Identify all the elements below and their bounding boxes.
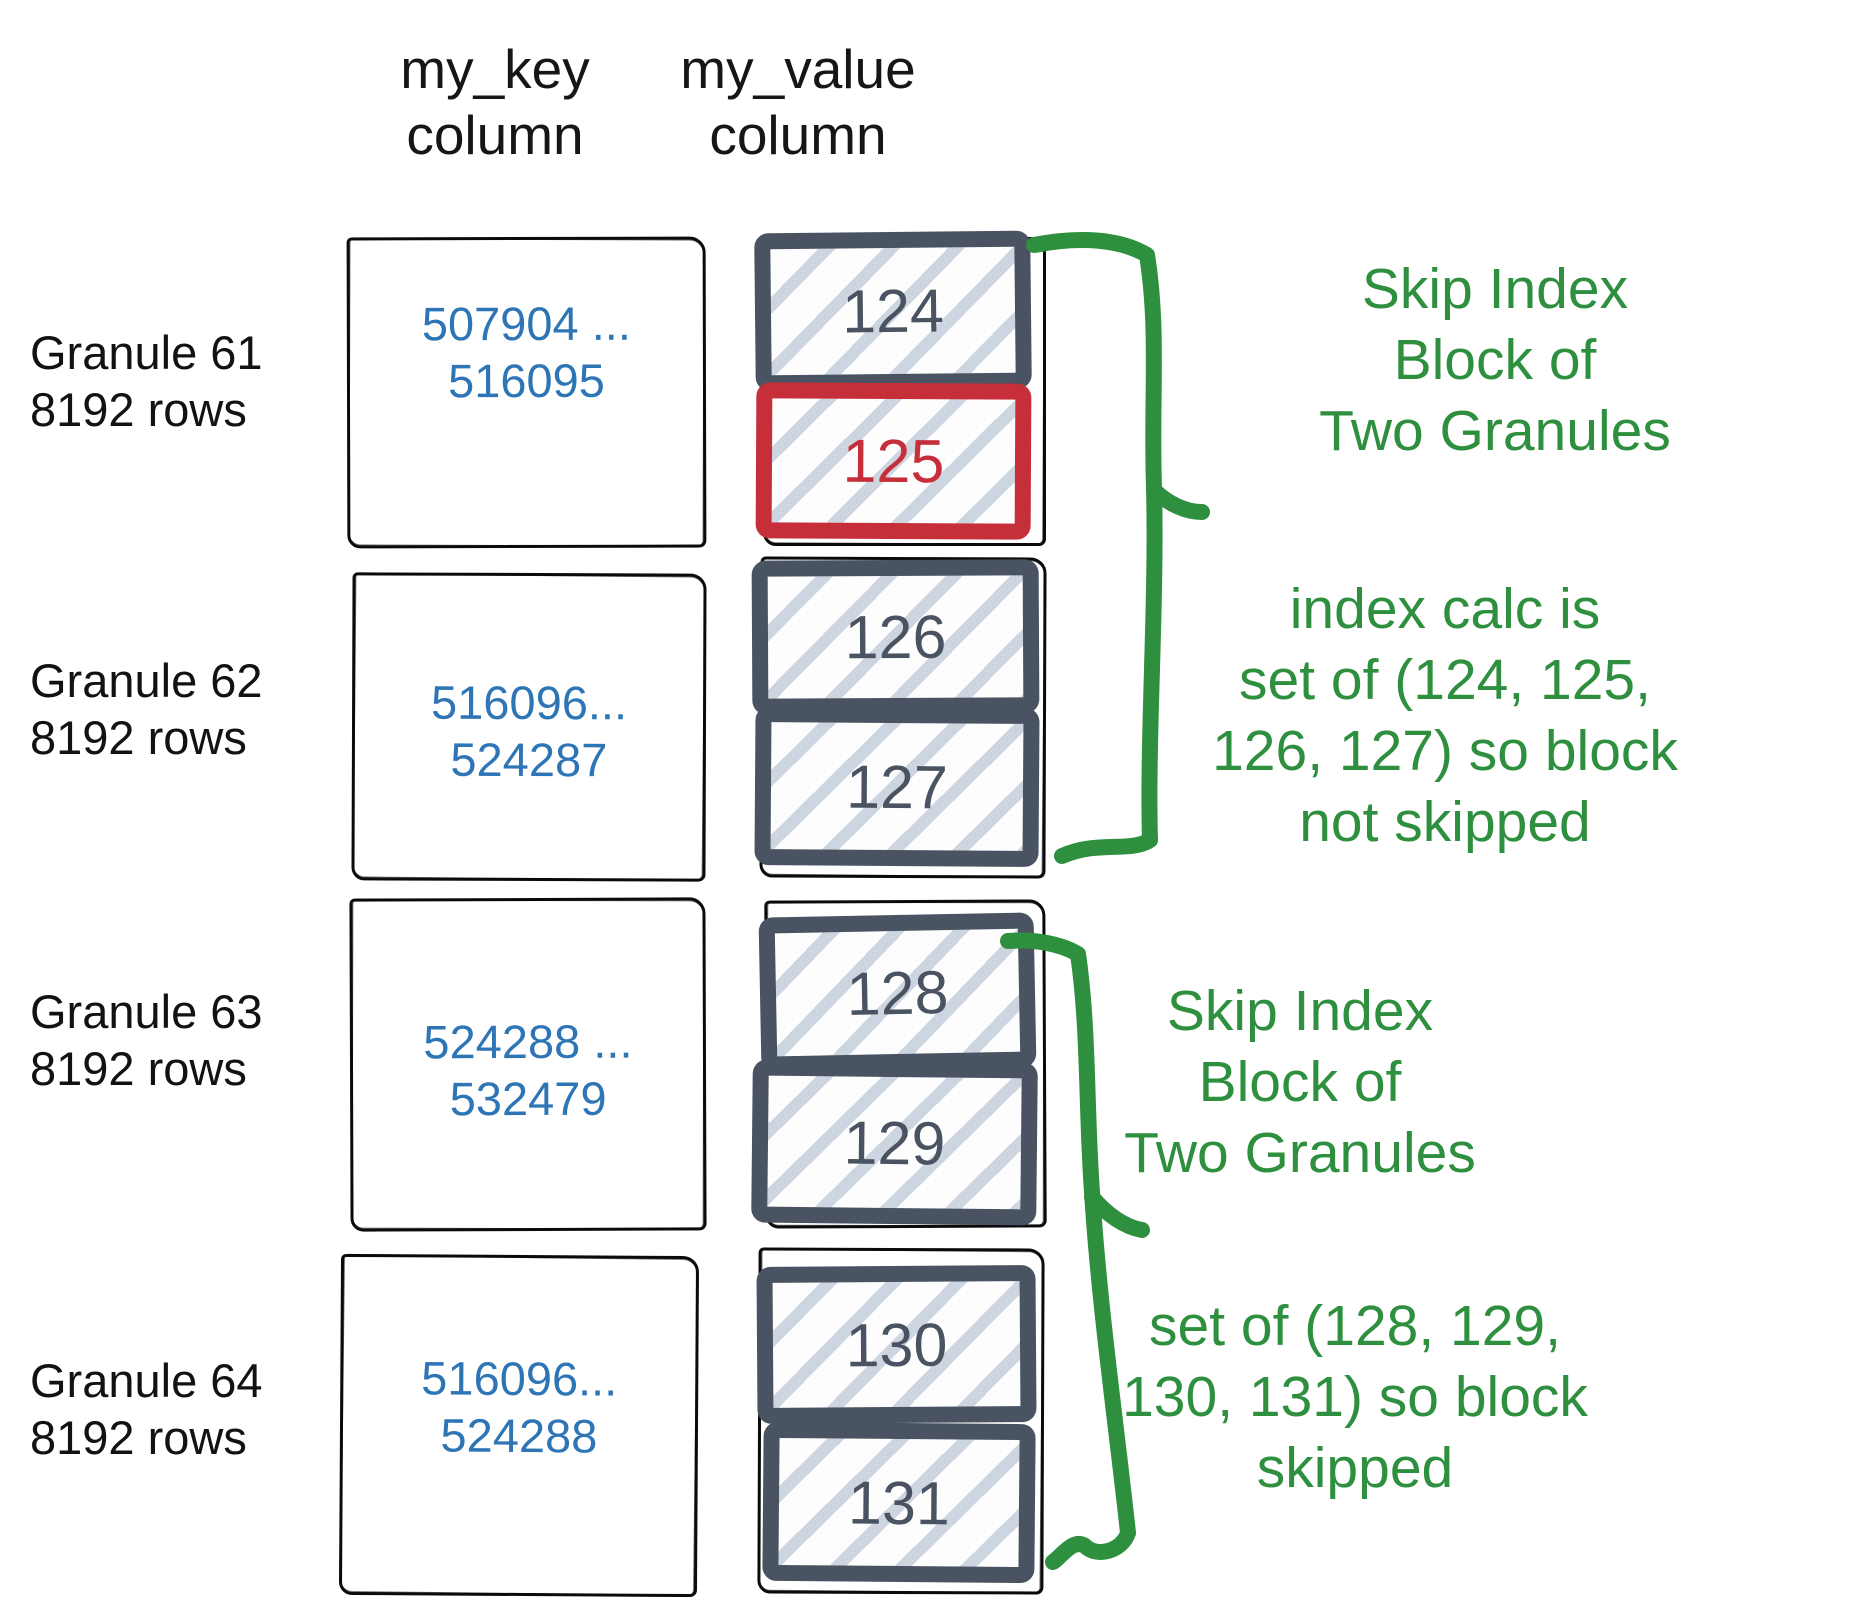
block-number: 130 (845, 1310, 948, 1379)
key-range-granule-62: 516096... 524287 (430, 675, 628, 787)
value-block-125-highlighted: 125 (755, 382, 1032, 540)
annotation-skip-block-2-title: Skip Index Block of Two Granules (1124, 979, 1476, 1185)
key-box-granule-61: 507904 ... 516095 (346, 236, 707, 549)
my-value-column-header: my_value column (680, 38, 916, 166)
key-range-granule-63: 524288 ... 532479 (423, 1014, 633, 1126)
value-block-127: 127 (754, 706, 1040, 867)
skip-block-brace-1 (1026, 231, 1210, 864)
block-number: 125 (842, 426, 945, 496)
block-number: 127 (845, 752, 949, 821)
key-box-granule-63: 524288 ... 532479 (349, 897, 707, 1232)
annotation-skip-block-1-title: Skip Index Block of Two Granules (1319, 257, 1671, 463)
annotation-skip-block-2-body: set of (128, 129, 130, 131) so block ski… (1122, 1294, 1588, 1500)
block-number: 126 (844, 602, 947, 672)
value-block-130: 130 (756, 1265, 1037, 1424)
block-number: 131 (847, 1468, 951, 1537)
key-box-granule-62: 516096... 524287 (351, 572, 707, 882)
key-range-granule-61: 507904 ... 516095 (421, 296, 631, 408)
value-block-126: 126 (751, 559, 1040, 715)
block-number: 124 (841, 276, 945, 346)
value-block-128: 128 (758, 912, 1037, 1073)
key-box-granule-64: 516096... 524288 (338, 1253, 700, 1598)
granule-62-label: Granule 62 8192 rows (30, 654, 263, 764)
annotation-skip-block-1-body: index calc is set of (124, 125, 126, 127… (1212, 577, 1678, 854)
my-key-column-header: my_key column (400, 38, 590, 166)
value-block-129: 129 (751, 1059, 1038, 1226)
granule-61-label: Granule 61 8192 rows (30, 326, 263, 436)
block-number: 128 (845, 957, 950, 1028)
value-block-124: 124 (754, 230, 1032, 392)
value-block-131: 131 (762, 1421, 1036, 1584)
key-range-granule-64: 516096... 524288 (421, 1351, 618, 1463)
block-number: 129 (843, 1107, 946, 1178)
granule-63-label: Granule 63 8192 rows (30, 985, 263, 1095)
granule-64-label: Granule 64 8192 rows (30, 1354, 263, 1464)
